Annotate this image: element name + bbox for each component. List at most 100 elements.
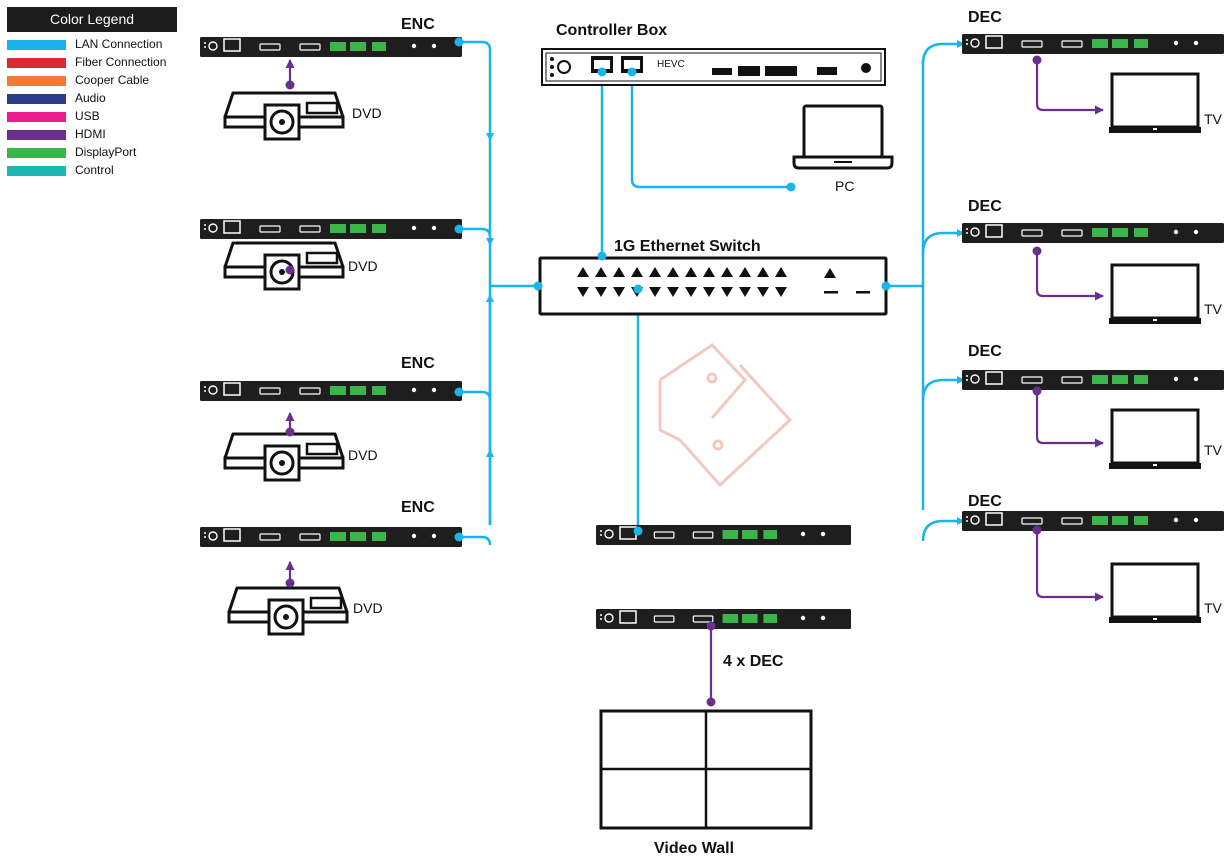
audio-jack-icon	[411, 43, 417, 49]
led-icon	[966, 232, 968, 234]
audio-jack-icon	[1173, 517, 1179, 523]
tv-screen	[1110, 408, 1200, 465]
port-up-icon	[757, 267, 769, 277]
terminal-block-icon	[372, 224, 386, 233]
audio-jack-icon	[800, 531, 806, 537]
audio-jack-icon	[820, 615, 826, 621]
enc-uplink	[459, 535, 492, 546]
legend-label: DisplayPort	[75, 145, 137, 159]
dec-downlink	[921, 40, 965, 65]
dvd-label: DVD	[348, 258, 378, 274]
terminal-block-icon	[722, 530, 739, 539]
laptop-icon	[792, 104, 894, 170]
led-icon	[550, 65, 554, 69]
audio-jack-icon	[431, 533, 437, 539]
terminal-block-icon	[330, 224, 346, 233]
led-icon	[600, 614, 602, 616]
dvd-disc-hub	[279, 119, 285, 125]
hdmi-port-icon	[653, 531, 675, 539]
connection-dot	[1032, 386, 1042, 396]
terminal-block-icon	[765, 66, 797, 76]
terminal-block-icon	[1134, 228, 1148, 237]
terminal-block-icon	[1134, 516, 1148, 525]
tv-label: TV	[1204, 111, 1223, 127]
audio-jack-icon	[411, 225, 417, 231]
hdmi-port-icon	[299, 43, 321, 51]
port-down-icon	[613, 287, 625, 297]
lan-port-icon	[985, 35, 1003, 49]
led-icon	[550, 73, 554, 77]
port-up-icon	[577, 267, 589, 277]
port-down-icon	[595, 287, 607, 297]
legend-label: Cooper Cable	[75, 73, 150, 87]
led-icon	[550, 57, 554, 61]
pc-label: PC	[835, 178, 854, 194]
led-icon	[600, 534, 602, 536]
connection-dot	[881, 281, 891, 291]
legend-swatch	[7, 76, 66, 86]
terminal-block-icon	[1112, 516, 1128, 525]
connection-dot	[285, 427, 295, 437]
legend-label: HDMI	[75, 127, 106, 141]
hdmi-port-icon	[259, 43, 281, 51]
terminal-block-icon	[738, 66, 760, 76]
led-icon	[966, 520, 968, 522]
port-down-icon	[739, 287, 751, 297]
audio-jack-icon	[1193, 376, 1199, 382]
legend-label: Audio	[75, 91, 106, 105]
port-down-icon	[667, 287, 679, 297]
terminal-block-icon	[330, 386, 346, 395]
four-dec-label: 4 x DEC	[723, 653, 784, 670]
port-up-icon	[775, 267, 787, 277]
terminal-block-icon	[1112, 228, 1128, 237]
dvd-tray	[305, 251, 339, 265]
terminal-block-icon	[350, 532, 366, 541]
lan-port-icon	[985, 224, 1003, 238]
connection-dot	[1032, 525, 1042, 535]
terminal-block-icon	[1134, 375, 1148, 384]
dc-jack-icon	[208, 41, 218, 51]
dec-downlink	[921, 229, 965, 254]
terminal-block-icon	[741, 530, 758, 539]
legend-swatch	[7, 130, 66, 140]
led-icon	[966, 379, 968, 381]
connection-dot	[633, 526, 643, 536]
dvd-player-icon	[223, 91, 345, 141]
lan-port-icon	[223, 528, 241, 542]
tv-led	[1153, 464, 1157, 466]
led-icon	[600, 618, 602, 620]
enc-uplink	[459, 227, 492, 238]
lan-port-icon	[985, 512, 1003, 526]
uplink-port-icon	[824, 291, 838, 294]
lan-port-icon	[985, 371, 1003, 385]
usb-port-icon	[712, 68, 732, 75]
port-down-icon	[775, 287, 787, 297]
connection-dot	[597, 67, 607, 77]
dvd-disc-hub	[279, 460, 285, 466]
tv-screen	[1110, 263, 1200, 320]
audio-jack-icon	[820, 531, 826, 537]
port-up-icon	[631, 267, 643, 277]
hdmi-port-icon	[1021, 229, 1043, 237]
hdmi-port-icon	[1021, 40, 1043, 48]
tv-icon	[1109, 408, 1201, 469]
hdmi-port-icon	[299, 387, 321, 395]
ethernet-switch	[538, 256, 888, 316]
dc-jack-icon	[208, 531, 218, 541]
port-up-icon	[685, 267, 697, 277]
terminal-block-icon	[350, 224, 366, 233]
led-icon	[966, 516, 968, 518]
tv-icon	[1109, 263, 1201, 324]
hdmi-port-icon	[1021, 517, 1043, 525]
port-down-icon	[703, 287, 715, 297]
ir-port-icon	[817, 67, 837, 75]
encoder-box	[200, 37, 462, 57]
led-icon	[204, 228, 206, 230]
switch-body	[538, 256, 888, 316]
legend-swatch	[7, 112, 66, 122]
encoder-box	[200, 527, 462, 547]
hdmi-cable	[1035, 60, 1104, 115]
legend-swatch	[7, 58, 66, 68]
enc-uplink	[459, 390, 492, 401]
dvd-player-icon	[227, 586, 349, 636]
